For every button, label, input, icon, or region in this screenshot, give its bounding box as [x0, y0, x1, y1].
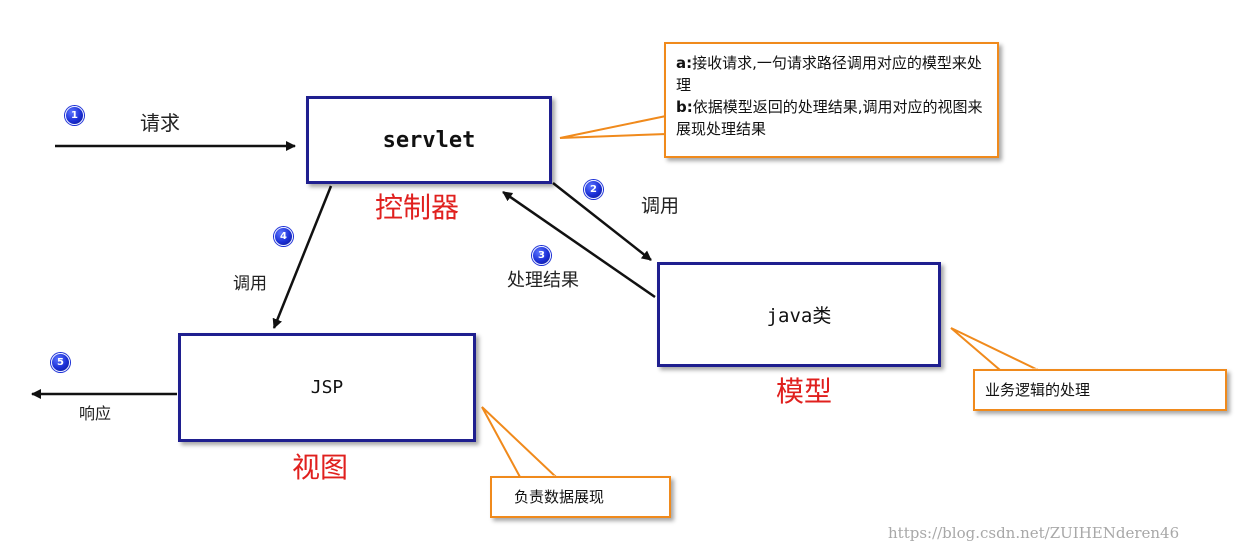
call-view-label: 调用 — [233, 274, 267, 294]
callout-model-pointer — [950, 327, 1039, 371]
arrow-call-model — [552, 182, 652, 261]
servlet-note-b-prefix: b: — [676, 98, 693, 116]
response-label: 响应 — [79, 404, 112, 423]
jsp-label: JSP — [310, 377, 344, 398]
callout-view-pointer — [481, 406, 559, 478]
callout-servlet-pointer — [559, 114, 667, 139]
controller-role-label: 控制器 — [375, 191, 460, 224]
model-role-label: 模型 — [776, 375, 833, 408]
step-4-badge: 4 — [274, 227, 293, 246]
watermark: https://blog.csdn.net/ZUIHENderen46 — [888, 524, 1180, 542]
servlet-box: servlet — [306, 96, 552, 184]
servlet-label: servlet — [382, 127, 476, 153]
jsp-box: JSP — [178, 333, 476, 442]
step-5-badge: 5 — [51, 353, 70, 372]
servlet-note-line-a: a:接收请求,一句请求路径调用对应的模型来处理 — [676, 52, 987, 96]
servlet-note-b-text: 依据模型返回的处理结果,调用对应的视图来展现处理结果 — [676, 98, 983, 138]
servlet-note-a-text: 接收请求,一句请求路径调用对应的模型来处理 — [676, 54, 982, 94]
request-label: 请求 — [140, 111, 180, 135]
java-class-box: java类 — [657, 262, 941, 367]
arrow-processing-result — [502, 190, 656, 299]
arrow-call-view — [272, 185, 333, 329]
view-note: 负责数据展现 — [490, 476, 671, 518]
servlet-note-line-b: b:依据模型返回的处理结果,调用对应的视图来展现处理结果 — [676, 96, 987, 140]
view-note-text: 负责数据展现 — [514, 488, 605, 506]
step-2-badge: 2 — [584, 180, 603, 199]
processing-result-label: 处理结果 — [507, 270, 579, 291]
model-note-text: 业务逻辑的处理 — [985, 381, 1091, 399]
call-model-label: 调用 — [641, 195, 680, 217]
servlet-note-a-prefix: a: — [676, 54, 693, 72]
model-note: 业务逻辑的处理 — [973, 369, 1227, 411]
step-3-badge: 3 — [532, 246, 551, 265]
view-role-label: 视图 — [292, 451, 349, 484]
servlet-note: a:接收请求,一句请求路径调用对应的模型来处理 b:依据模型返回的处理结果,调用… — [664, 42, 999, 158]
java-class-label: java类 — [766, 305, 832, 327]
step-1-badge: 1 — [65, 106, 84, 125]
